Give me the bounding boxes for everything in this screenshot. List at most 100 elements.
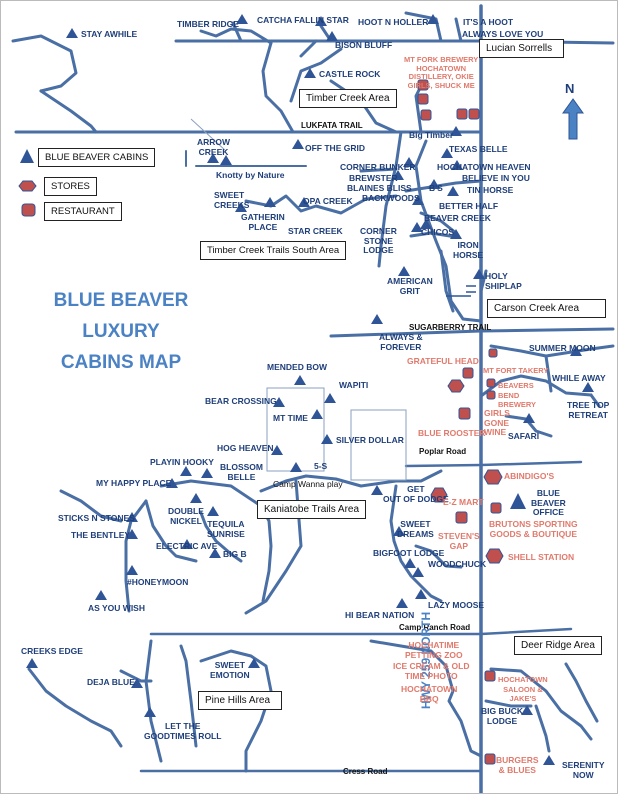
- cabin-marker: [180, 466, 192, 476]
- north-arrow-icon: [562, 98, 584, 140]
- restaurant-marker: [484, 753, 496, 765]
- cabin-marker: [510, 493, 526, 509]
- title-line-2: LUXURY: [82, 321, 160, 342]
- cabin-marker: [441, 148, 453, 158]
- store-beavers-bend: BEAVERS BEND BREWERY: [498, 381, 537, 409]
- area-timber-south: Timber Creek Trails South Area: [200, 241, 347, 260]
- cabin-big-buck: BIG BUCK LODGE: [481, 706, 524, 726]
- store-petting-zoo: HOCHATIME PETTING ZOO: [405, 640, 463, 660]
- cabin-marker: [304, 68, 316, 78]
- cabin-mt-time: MT TIME: [273, 413, 308, 423]
- cabin-marker: [126, 512, 138, 522]
- cabin-off-grid: OFF THE GRID: [305, 143, 365, 153]
- cabin-marker: [543, 755, 555, 765]
- store-mt-fort-takery: MT FORT TAKERY: [483, 366, 549, 375]
- cabin-opa: OPA CREEK: [303, 196, 353, 206]
- cabin-marker: [428, 179, 440, 189]
- cabin-marker: [273, 397, 285, 407]
- legend-restaurant-icon: [21, 203, 36, 217]
- cabin-marker: [447, 186, 459, 196]
- cabin-texas-belle: TEXAS BELLE: [449, 144, 508, 154]
- cabin-tree-top: TREE TOP RETREAT: [567, 400, 610, 420]
- cabin-5s: 5-S: [314, 461, 328, 471]
- cabin-marker: [144, 707, 156, 717]
- store-girls-gone: GIRLS GONE WINE: [484, 408, 510, 437]
- cabin-marker: [321, 434, 333, 444]
- cabin-marker: [420, 219, 432, 229]
- cabin-big-b: BIG B: [223, 549, 247, 559]
- cabin-safari: SAFARI: [508, 431, 540, 441]
- cabin-star-creek: STAR CREEK: [288, 226, 343, 236]
- legend-store-icon: [18, 180, 37, 192]
- cabin-mended-bow: MENDED BOW: [267, 362, 327, 372]
- cabin-marker: [271, 445, 283, 455]
- cabin-big-timber: Big Timber: [409, 130, 454, 140]
- cabin-marker: [292, 139, 304, 149]
- cabin-stay-awhile: STAY AWHILE: [81, 29, 138, 39]
- store-marker: [485, 548, 504, 564]
- legend-cabins-label: BLUE BEAVER CABINS: [38, 148, 156, 167]
- cabin-marker: [66, 28, 78, 38]
- cabin-marker: [473, 269, 485, 279]
- road-camp-ranch: Camp Ranch Road: [399, 623, 471, 632]
- cabin-woodchuck: WOODCHUCK: [428, 559, 487, 569]
- cabin-lazy-moose: LAZY MOOSE: [428, 600, 485, 610]
- legend-restaurant-label: RESTAURANT: [44, 202, 122, 221]
- store-markers: [417, 79, 504, 765]
- cabin-blaines: BLAINES BLISS: [347, 183, 412, 193]
- store-ez-mart: E-Z MART: [443, 497, 484, 507]
- area-lucian-sorrells: Lucian Sorrells: [479, 39, 564, 58]
- cabin-marker: [248, 658, 260, 668]
- cabin-marker: [207, 153, 219, 163]
- title-line-3: CABINS MAP: [60, 352, 182, 373]
- cabin-arrow-creek: ARROW CREEK: [197, 137, 231, 157]
- restaurant-marker: [468, 108, 480, 120]
- store-brutons: BRUTONS SPORTING GOODS & BOUTIQUE: [489, 519, 578, 539]
- cabin-backwoods: BACKWOODS: [362, 193, 420, 203]
- area-timber-creek: Timber Creek Area: [299, 89, 397, 108]
- cabin-marker: [166, 478, 178, 488]
- restaurant-marker: [488, 348, 498, 358]
- sugarberry-road: [329, 327, 615, 338]
- store-shell: SHELL STATION: [508, 552, 575, 562]
- cabin-blue-beaver-office: BLUE BEAVER OFFICE: [531, 488, 566, 517]
- cabin-marker: [393, 526, 405, 536]
- cabin-marker: [209, 548, 221, 558]
- cabin-creeks-edge: CREEKS EDGE: [21, 646, 83, 656]
- legend-stores-label: STORES: [44, 177, 97, 196]
- cabin-marker: [371, 485, 383, 495]
- cabin-marker: [371, 314, 383, 324]
- restaurant-marker: [484, 670, 496, 682]
- cabin-bigfoot: BIGFOOT LODGE: [373, 548, 445, 558]
- cabin-marker: [412, 195, 424, 205]
- cabin-sticks: STICKS N STONES: [58, 513, 135, 523]
- cabin-bear-crossing: BEAR CROSSING: [205, 396, 277, 406]
- north-label: N: [565, 81, 575, 96]
- restaurant-marker: [486, 390, 496, 400]
- area-deer-ridge: Deer Ridge Area: [514, 636, 602, 655]
- cabin-marker: [427, 14, 439, 24]
- cabin-marker: [404, 558, 416, 568]
- cabin-marker: [451, 160, 463, 170]
- cabin-marker: [412, 567, 424, 577]
- restaurant-marker: [417, 93, 429, 105]
- cabin-corner-bunker: CORNER BUNKER: [340, 162, 416, 172]
- cabin-marker: [326, 31, 338, 41]
- cabin-marker: [207, 506, 219, 516]
- restaurant-marker: [455, 511, 468, 524]
- road-cress: Cress Road: [343, 767, 388, 776]
- cabin-let-good: LET THE GOODTIMES ROLL: [144, 721, 222, 741]
- cabin-marker: [26, 658, 38, 668]
- cabin-tequila: TEQUILA SUNRISE: [207, 519, 245, 539]
- cabin-electric: ELECTRIC AVE: [156, 541, 218, 551]
- cabin-believe: BELIEVE IN YOU: [462, 173, 530, 183]
- restaurant-marker: [458, 407, 471, 420]
- store-blue-rooster: BLUE ROOSTER: [418, 428, 486, 438]
- cabin-marker: [582, 382, 594, 392]
- cabin-iron-horse: IRON HORSE: [453, 240, 484, 260]
- cabin-catcha: CATCHA FALLIN STAR: [257, 15, 349, 25]
- restaurant-marker: [486, 378, 496, 388]
- cabin-sweet-creeks: SWEET CREEKS: [214, 190, 250, 210]
- cabin-corner-stone: CORNER STONE LODGE: [360, 226, 397, 255]
